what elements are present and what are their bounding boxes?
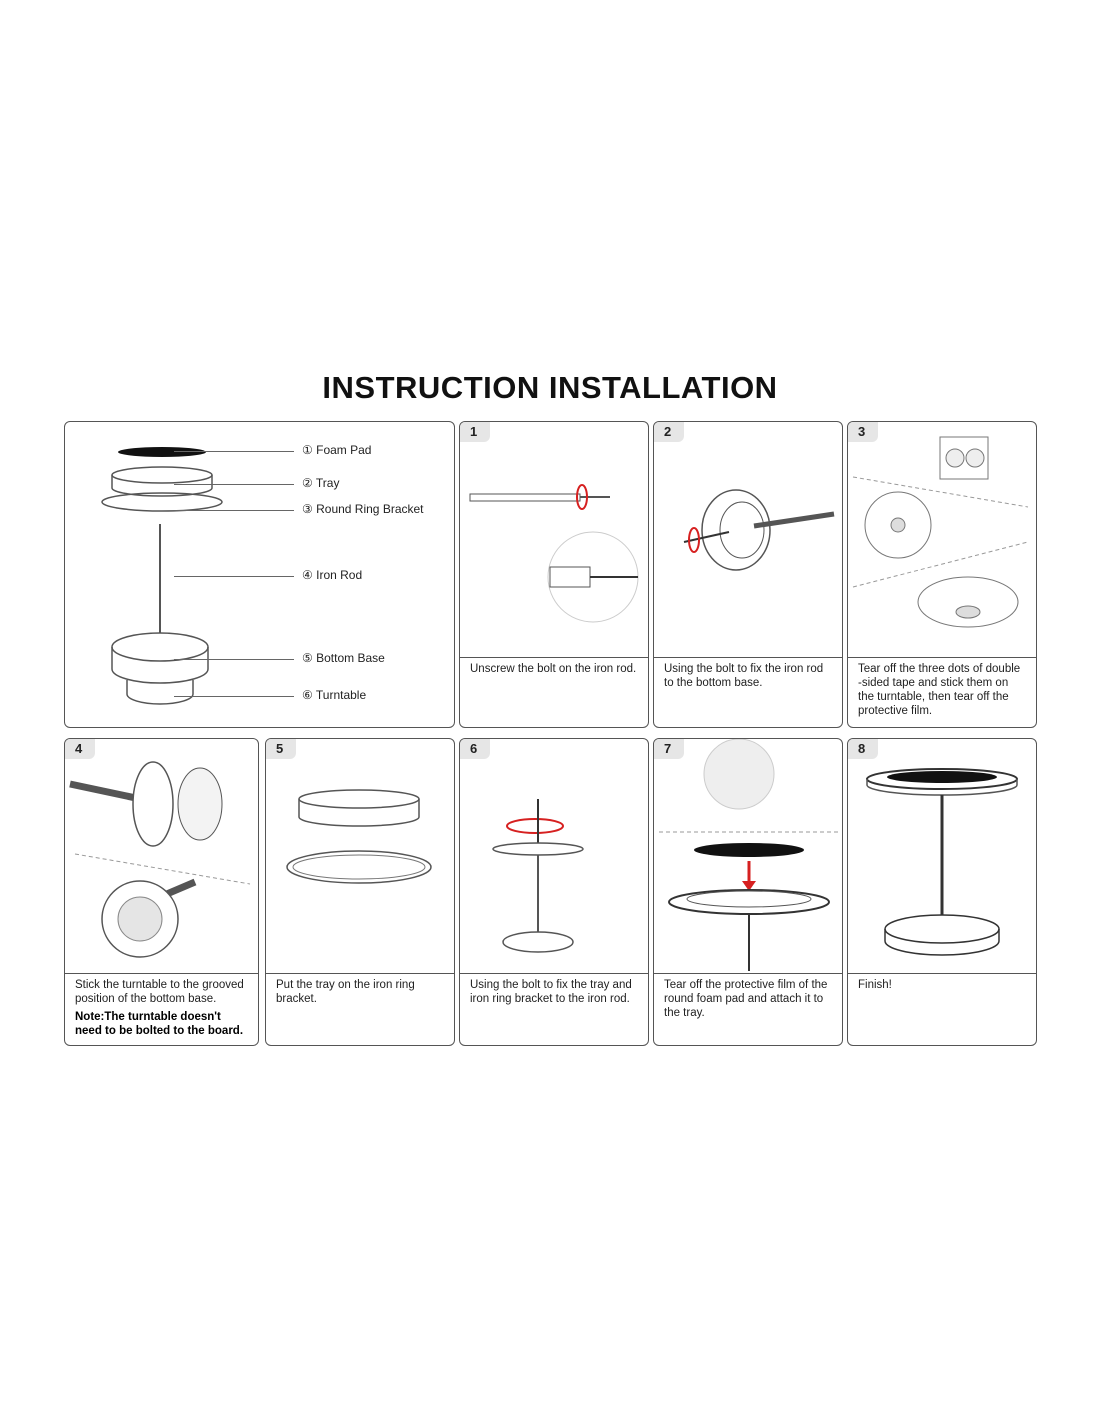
fix-tray-bolt-illustration <box>492 799 584 953</box>
part-iron-rod: ④ Iron Rod <box>173 568 363 582</box>
part-bottom-base: ⑤ Bottom Base <box>174 651 385 665</box>
step-number: 6 <box>460 739 490 759</box>
step-5-panel: 5 Put the tray on the iron ring bracket. <box>265 738 455 1046</box>
step-caption: Using the bolt to fix the iron rod to th… <box>654 657 842 727</box>
step-caption: Using the bolt to fix the tray and iron … <box>460 973 648 1045</box>
step-number: 2 <box>654 422 684 442</box>
step-caption: Tear off the protective film of the roun… <box>654 973 842 1045</box>
step-6-panel: 6 Using the bolt to fix the tray and iro… <box>459 738 649 1046</box>
step-number: 5 <box>266 739 296 759</box>
step-caption: Put the tray on the iron ring bracket. <box>266 973 454 1045</box>
step-1-panel: 1 Unscrew the bolt on the iron rod. <box>459 421 649 728</box>
page-title: INSTRUCTION INSTALLATION <box>322 370 778 405</box>
step-caption: Stick the turntable to the grooved posit… <box>65 973 258 1045</box>
attach-foam-pad-illustration <box>659 739 839 971</box>
step-number: 4 <box>65 739 95 759</box>
stick-turntable-illustration <box>69 761 251 958</box>
step-number: 7 <box>654 739 684 759</box>
step-note: Note:The turntable doesn't need to be bo… <box>75 1011 244 1037</box>
step-caption: Finish! <box>848 973 1036 1045</box>
part-foam-pad: ① Foam Pad <box>173 443 372 457</box>
step-3-panel: 3 Tear off the three dots of double -sid… <box>847 421 1037 728</box>
step-8-panel: 8 Finish! <box>847 738 1037 1046</box>
finished-table-illustration <box>866 768 1018 956</box>
parts-panel: ① Foam Pad ② Tray ③ Round Ring Bracket ④… <box>64 421 455 728</box>
exploded-view-illustration <box>101 447 223 705</box>
tape-dots-illustration <box>852 436 1029 628</box>
unscrew-bolt-illustration <box>469 484 639 623</box>
fix-rod-to-base-illustration <box>683 489 835 571</box>
step-number: 1 <box>460 422 490 442</box>
part-turntable: ⑥ Turntable <box>173 688 367 702</box>
part-tray: ② Tray <box>172 476 340 490</box>
step-7-panel: 7 Tear off the protective film of the ro… <box>653 738 843 1046</box>
step-2-panel: 2 Using the bolt to fix the iron rod to … <box>653 421 843 728</box>
part-round-ring-bracket: ③ Round Ring Bracket <box>174 502 424 516</box>
tray-on-bracket-illustration <box>286 789 432 884</box>
step-caption: Tear off the three dots of double -sided… <box>848 657 1036 727</box>
step-number: 8 <box>848 739 878 759</box>
step-number: 3 <box>848 422 878 442</box>
step-4-panel: 4 Stick the turntable to the grooved pos… <box>64 738 259 1046</box>
step-caption: Unscrew the bolt on the iron rod. <box>460 657 648 727</box>
